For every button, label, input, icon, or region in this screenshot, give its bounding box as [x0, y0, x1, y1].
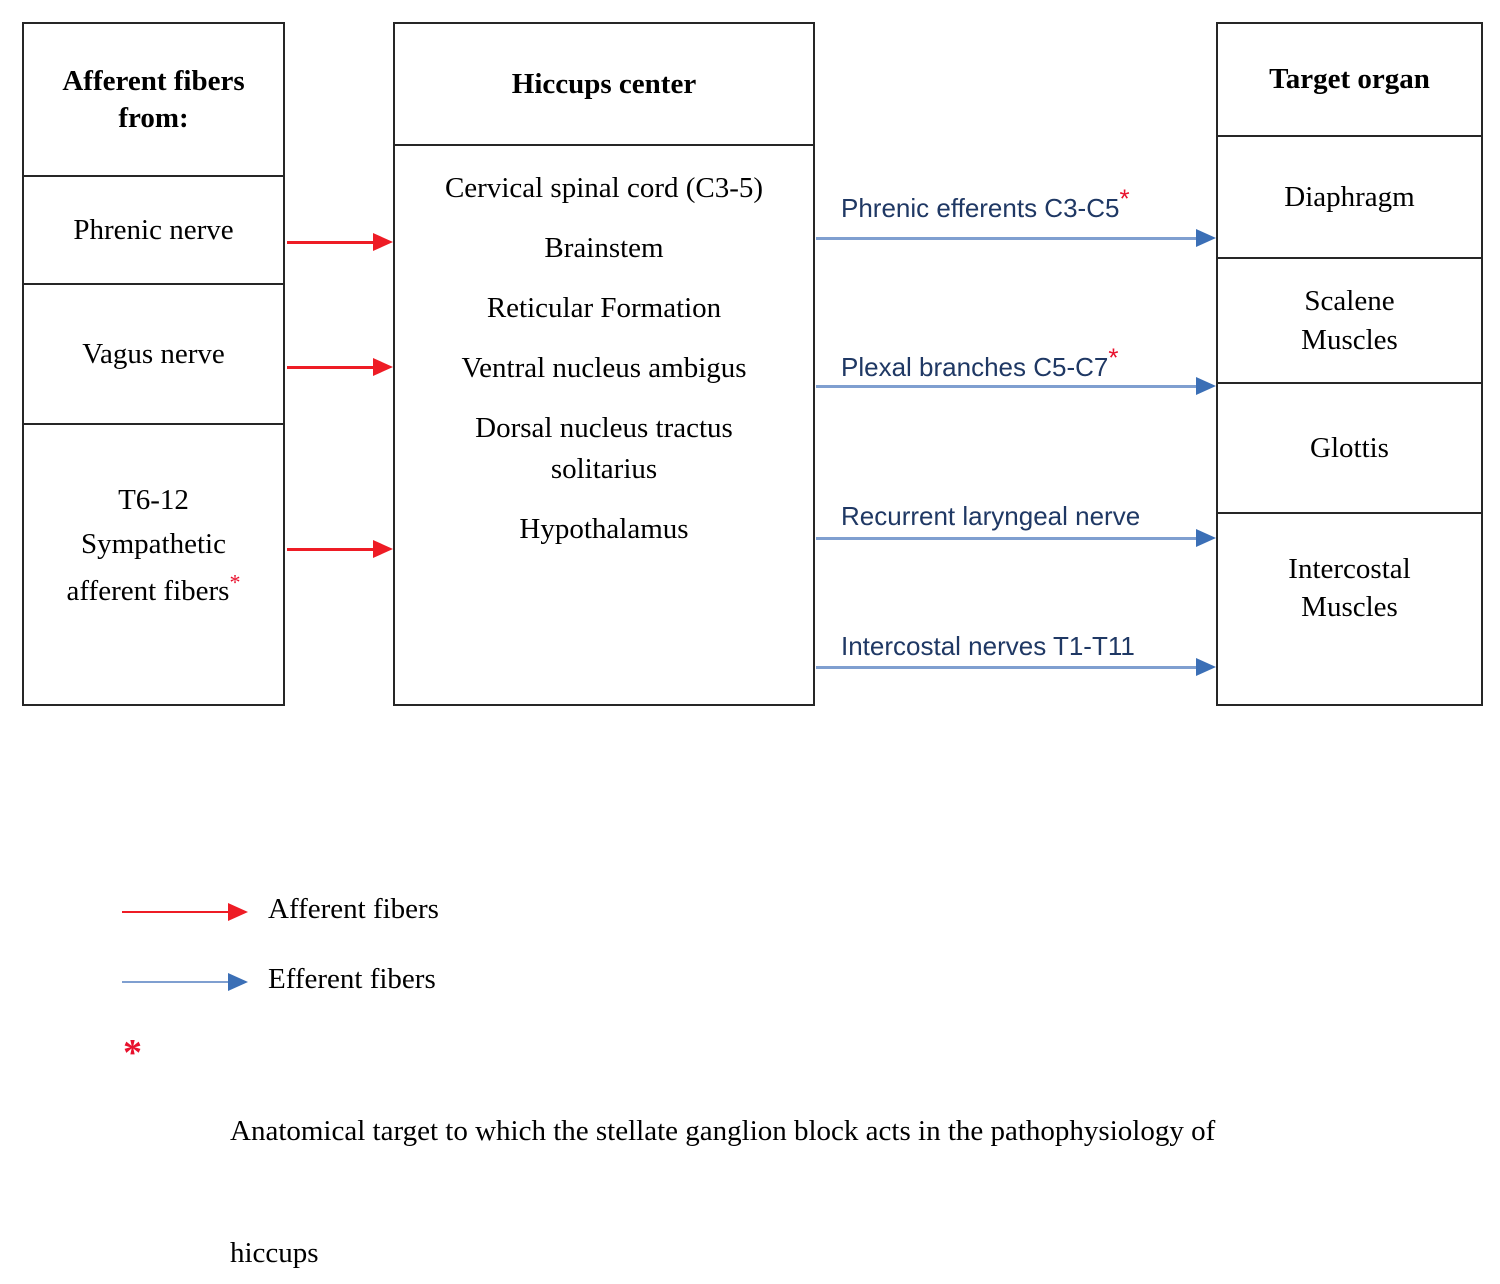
afferent-item-line1: T6-12: [118, 484, 189, 516]
efferent-label-plexal-branches: Plexal branches C5-C7*: [841, 344, 1118, 383]
arrow-shaft: [122, 981, 230, 983]
arrow-shaft: [287, 241, 375, 244]
arrow-shaft: [816, 385, 1198, 388]
center-structure-item: Hypothalamus: [519, 513, 689, 545]
center-structure-item: Brainstem: [544, 232, 664, 264]
arrow-head-icon: [1196, 377, 1216, 395]
arrow-shaft: [122, 911, 230, 913]
arrow-head-icon: [373, 540, 393, 558]
afferent-item-label: Phrenic nerve: [73, 213, 234, 246]
center-structure-item: solitarius: [550, 453, 658, 485]
arrow-shaft: [816, 666, 1198, 669]
efferent-label-text: Phrenic efferents C3-C5: [841, 193, 1120, 223]
afferent-item-phrenic-nerve: Phrenic nerve: [24, 175, 283, 283]
target-item-line2: Muscles: [1301, 591, 1398, 624]
afferent-fibers-column: Afferent fibers from: Phrenic nerve Vagu…: [22, 22, 285, 706]
arrow-shaft: [287, 548, 375, 551]
arrow-shaft: [816, 537, 1198, 540]
legend-label-afferent: Afferent fibers: [268, 893, 439, 925]
asterisk-marker-icon: *: [1119, 183, 1130, 214]
target-organ-title: Target organ: [1269, 63, 1430, 96]
target-item-intercostal-muscles: Intercostal Muscles: [1218, 512, 1481, 704]
center-structure-item: Ventral nucleus ambigus: [461, 352, 747, 384]
footnote-asterisk-icon: *: [123, 1032, 142, 1074]
arrow-shaft: [816, 237, 1198, 240]
efferent-label-text: Plexal branches C5-C7: [841, 352, 1109, 382]
efferent-label-text: Recurrent laryngeal nerve: [841, 501, 1141, 531]
footnote-text: Anatomical target to which the stellate …: [230, 1040, 1460, 1284]
afferent-item-label: Vagus nerve: [82, 337, 225, 370]
target-item-line1: Scalene: [1304, 285, 1395, 318]
hiccups-center-column: Hiccups center Cervical spinal cord (C3-…: [393, 22, 815, 706]
efferent-label-phrenic-efferents: Phrenic efferents C3-C5*: [841, 185, 1130, 224]
center-structure-item: Reticular Formation: [486, 292, 722, 324]
efferent-label-recurrent-laryngeal: Recurrent laryngeal nerve: [841, 501, 1140, 532]
afferent-item-sympathetic-fibers: T6-12 Sympathetic afferent fibers*: [24, 423, 283, 704]
afferent-item-line2: Sympathetic: [81, 528, 226, 561]
arrow-head-icon: [1196, 529, 1216, 547]
afferent-header-line1: Afferent fibers: [62, 65, 245, 98]
arrow-shaft: [287, 366, 375, 369]
target-organ-header: Target organ: [1218, 24, 1481, 135]
target-item-scalene-muscles: Scalene Muscles: [1218, 257, 1481, 382]
arrow-head-icon: [228, 903, 248, 921]
afferent-header-line2: from:: [118, 101, 189, 134]
afferent-item-vagus-nerve: Vagus nerve: [24, 283, 283, 423]
target-item-glottis: Glottis: [1218, 382, 1481, 512]
afferent-column-header: Afferent fibers from:: [24, 24, 283, 175]
afferent-item-line3: afferent fibers: [66, 574, 230, 607]
diagram-canvas: Afferent fibers from: Phrenic nerve Vagu…: [22, 22, 1483, 1269]
arrow-head-icon: [373, 233, 393, 251]
asterisk-marker-icon: *: [1108, 342, 1119, 373]
target-organ-column: Target organ Diaphragm Scalene Muscles G…: [1216, 22, 1483, 706]
footnote-line2: hiccups: [230, 1236, 319, 1269]
target-item-diaphragm: Diaphragm: [1218, 135, 1481, 257]
arrow-head-icon: [228, 973, 248, 991]
arrow-head-icon: [1196, 658, 1216, 676]
target-item-line2: Muscles: [1301, 323, 1398, 356]
target-item-label: Glottis: [1310, 431, 1389, 464]
afferent-item-line3-wrap: afferent fibers*: [66, 568, 241, 610]
efferent-label-text: Intercostal nerves T1-T11: [841, 631, 1135, 661]
hiccups-center-title: Hiccups center: [511, 67, 697, 100]
efferent-label-intercostal-nerves: Intercostal nerves T1-T11: [841, 631, 1135, 662]
hiccups-center-header: Hiccups center: [395, 24, 813, 144]
hiccups-center-structures-list: Cervical spinal cord (C3-5) Brainstem Re…: [395, 144, 813, 704]
arrow-head-icon: [1196, 229, 1216, 247]
arrow-head-icon: [373, 358, 393, 376]
target-item-label: Diaphragm: [1284, 180, 1415, 213]
target-item-line1: Intercostal: [1288, 553, 1411, 585]
legend-label-efferent: Efferent fibers: [268, 963, 436, 995]
footnote-line1: Anatomical target to which the stellate …: [230, 1114, 1216, 1147]
center-structure-item: Cervical spinal cord (C3-5): [444, 172, 764, 204]
center-structure-item: Dorsal nucleus tractus: [475, 412, 733, 444]
asterisk-marker-icon: *: [229, 568, 241, 594]
